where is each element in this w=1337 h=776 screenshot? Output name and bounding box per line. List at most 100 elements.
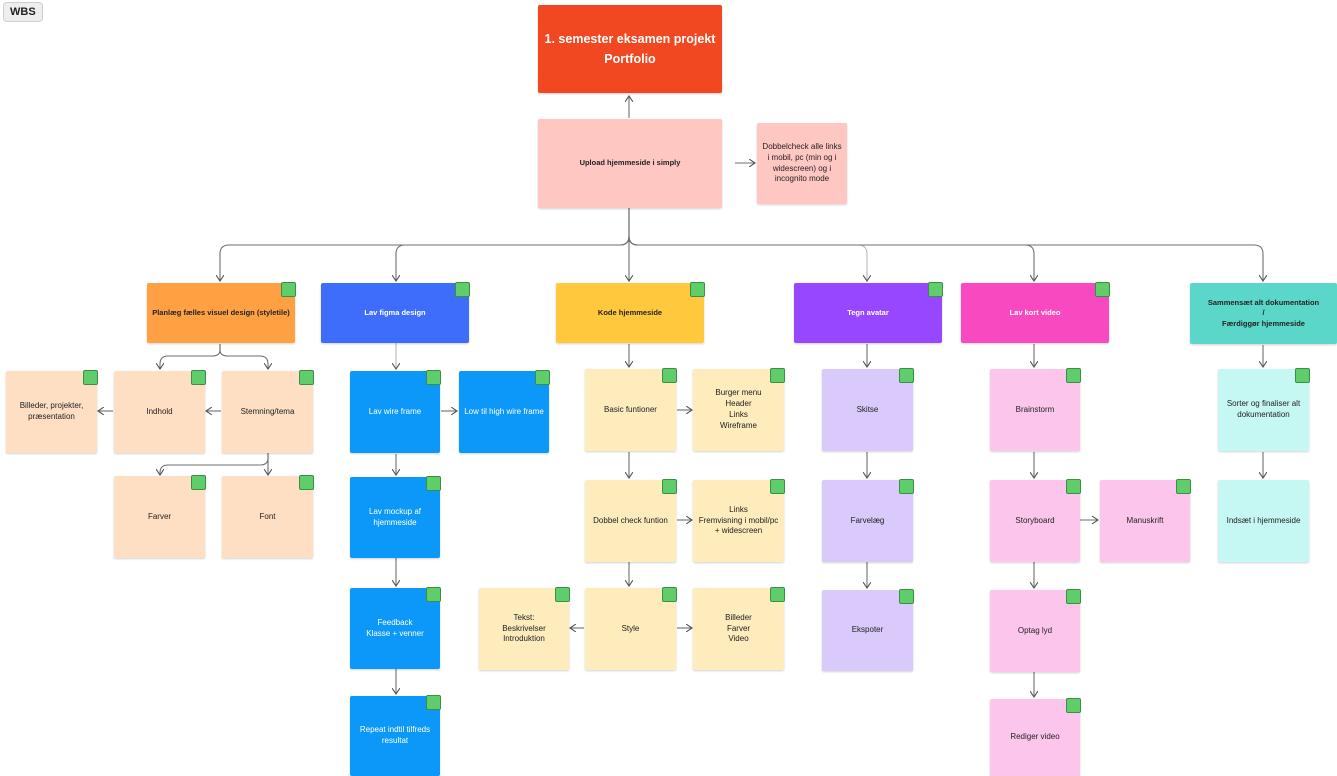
node-farvelaeg[interactable]: Farvelæg [822, 479, 914, 562]
arrow-to-video [628, 235, 1034, 281]
arrow-to-indhold [160, 344, 221, 369]
frame-label-wbs[interactable]: WBS [3, 2, 43, 22]
node-basic[interactable]: Basic funtioner [585, 368, 677, 451]
node-skitse[interactable]: Skitse [822, 368, 914, 451]
checkbox-done-icon[interactable] [899, 368, 914, 383]
node-indsaet[interactable]: Indsæt i hjemmeside [1218, 480, 1309, 562]
arrow-to-design [220, 208, 630, 281]
node-brainstorm-label: Brainstorm [1015, 404, 1055, 414]
checkbox-done-icon[interactable] [281, 282, 296, 297]
checkbox-done-icon[interactable] [299, 370, 314, 385]
checkbox-done-icon[interactable] [690, 282, 705, 297]
checkbox-done-icon[interactable] [426, 587, 441, 602]
node-style-label: Style [621, 623, 640, 633]
node-tekst[interactable]: Tekst: Beskrivelser Introduktion [479, 587, 570, 670]
node-repeat[interactable]: Repeat indtil tilfreds resultat [350, 695, 441, 776]
checkbox-done-icon[interactable] [1095, 282, 1110, 297]
node-avatar-label: Tegn avatar [847, 307, 889, 317]
node-manuskrift-label: Manuskrift [1126, 515, 1164, 525]
checkbox-done-icon[interactable] [426, 695, 441, 710]
node-upload[interactable]: Upload hjemmeside i simply [538, 119, 722, 208]
node-mockup[interactable]: Lav mockup af hjemmeside [350, 476, 441, 558]
checkbox-done-icon[interactable] [426, 476, 441, 491]
node-video[interactable]: Lav kort video [961, 282, 1110, 343]
checkbox-done-icon[interactable] [535, 370, 550, 385]
checkbox-done-icon[interactable] [662, 368, 677, 383]
node-docs-label: Sammensæt alt dokumentation / Færdiggør … [1207, 298, 1320, 328]
node-manuskrift[interactable]: Manuskrift [1100, 479, 1191, 562]
node-stemning[interactable]: Stemning/tema [222, 370, 314, 453]
checkbox-done-icon[interactable] [1066, 479, 1081, 494]
arrow-to-farver [160, 452, 269, 475]
node-brainstorm[interactable]: Brainstorm [990, 368, 1081, 451]
checkbox-done-icon[interactable] [299, 475, 314, 490]
node-style[interactable]: Style [585, 587, 677, 670]
node-burger-label: Burger menu Header Links Wireframe [715, 388, 762, 430]
arrow-to-stemning [219, 344, 268, 369]
node-storyboard[interactable]: Storyboard [990, 479, 1081, 562]
checkbox-done-icon[interactable] [1066, 698, 1081, 713]
checkbox-done-icon[interactable] [928, 282, 943, 297]
checkbox-done-icon[interactable] [899, 589, 914, 604]
node-high-wire-frame-label: Low til high wire frame [464, 406, 544, 416]
node-figma-label: Lav figma design [364, 307, 426, 317]
node-optag-lyd[interactable]: Optag lyd [990, 589, 1081, 672]
node-skitse-label: Skitse [856, 404, 879, 414]
checkbox-done-icon[interactable] [1295, 368, 1310, 383]
checkbox-done-icon[interactable] [899, 479, 914, 494]
node-figma[interactable]: Lav figma design [321, 282, 470, 343]
node-high-wire-frame[interactable]: Low til high wire frame [459, 370, 550, 453]
checkbox-done-icon[interactable] [1066, 368, 1081, 383]
node-rediger-video-label: Rediger video [1010, 732, 1060, 742]
node-dobbelfun-label: Dobbel check funtion [593, 515, 668, 525]
node-optag-lyd-label: Optag lyd [1017, 625, 1053, 635]
checkbox-done-icon[interactable] [191, 475, 206, 490]
checkbox-done-icon[interactable] [83, 370, 98, 385]
node-ekspoter[interactable]: Ekspoter [822, 589, 914, 671]
node-design[interactable]: Planlæg fælles visuel design (styletile) [147, 282, 296, 343]
node-billeder-farver[interactable]: Billeder Farver Video [693, 587, 785, 670]
checkbox-done-icon[interactable] [426, 370, 441, 385]
node-avatar[interactable]: Tegn avatar [794, 282, 943, 343]
checkbox-done-icon[interactable] [770, 368, 785, 383]
node-docs[interactable]: Sammensæt alt dokumentation / Færdiggør … [1190, 283, 1337, 344]
node-indsaet-label: Indsæt i hjemmeside [1226, 515, 1301, 525]
node-links-frem-label: Links Fremvisning i mobil/pc + widescree… [698, 504, 779, 536]
node-root[interactable]: 1. semester eksamen projekt Portfolio [538, 5, 722, 93]
node-indhold-label: Indhold [146, 406, 173, 416]
node-sorter[interactable]: Sorter og finaliser alt dokumentation [1218, 368, 1310, 451]
node-dobbelcheck[interactable]: Dobbelcheck alle links i mobil, pc (min … [757, 123, 847, 204]
node-wire-frame[interactable]: Lav wire frame [350, 370, 441, 453]
node-font[interactable]: Font [222, 475, 314, 558]
arrow-to-avatar [628, 235, 867, 281]
checkbox-done-icon[interactable] [1176, 479, 1191, 494]
node-video-label: Lav kort video [1009, 307, 1061, 317]
checkbox-done-icon[interactable] [770, 587, 785, 602]
checkbox-done-icon[interactable] [662, 479, 677, 494]
node-tekst-label: Tekst: Beskrivelser Introduktion [502, 612, 546, 644]
node-code[interactable]: Kode hjemmeside [556, 282, 705, 343]
checkbox-done-icon[interactable] [191, 370, 206, 385]
node-storyboard-label: Storyboard [1015, 515, 1055, 525]
node-billeder-farver-label: Billeder Farver Video [725, 612, 752, 644]
node-rediger-video[interactable]: Rediger video [990, 698, 1081, 776]
checkbox-done-icon[interactable] [770, 479, 785, 494]
checkbox-done-icon[interactable] [1066, 589, 1081, 604]
checkbox-done-icon[interactable] [455, 282, 470, 297]
node-feedback[interactable]: Feedback Klasse + venner [350, 587, 441, 669]
node-code-label: Kode hjemmeside [597, 307, 663, 317]
node-farver-label: Farver [147, 511, 172, 521]
checkbox-done-icon[interactable] [662, 587, 677, 602]
node-billeder-projekter[interactable]: Billeder, projekter, præsentation [6, 370, 98, 453]
node-repeat-label: Repeat indtil tilfreds resultat [359, 725, 431, 745]
node-indhold[interactable]: Indhold [114, 370, 206, 453]
node-billeder-projekter-label: Billeder, projekter, præsentation [19, 401, 84, 421]
node-links-frem[interactable]: Links Fremvisning i mobil/pc + widescree… [693, 479, 785, 562]
node-farver[interactable]: Farver [114, 475, 206, 558]
node-burger[interactable]: Burger menu Header Links Wireframe [693, 368, 785, 451]
node-ekspoter-label: Ekspoter [851, 625, 884, 635]
node-farvelaeg-label: Farvelæg [850, 515, 885, 525]
node-dobbelfun[interactable]: Dobbel check funtion [585, 479, 677, 562]
node-feedback-label: Feedback Klasse + venner [366, 617, 424, 638]
checkbox-done-icon[interactable] [555, 587, 570, 602]
